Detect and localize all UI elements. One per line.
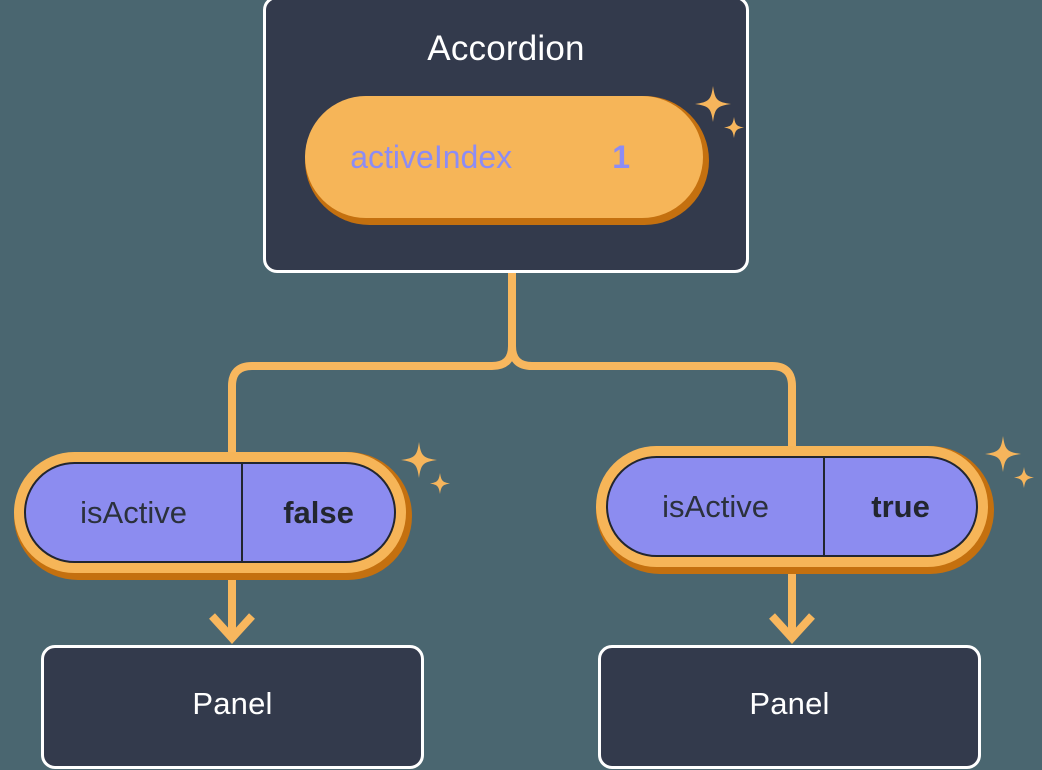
component-card-panel-right[interactable]: Panel xyxy=(598,645,981,769)
state-pill-activeindex[interactable]: activeIndex 1 xyxy=(305,96,709,225)
component-title-panel-left: Panel xyxy=(192,686,273,721)
prop-pill-isactive-false[interactable]: isActive false xyxy=(14,452,412,580)
pill-inner-ring xyxy=(305,96,703,218)
arrowhead-right-icon xyxy=(769,613,815,644)
component-title-panel-right: Panel xyxy=(749,686,830,721)
connector-trunk-to-branches xyxy=(228,269,516,456)
arrowhead-left-icon xyxy=(209,613,255,644)
connector-trunk-right-branch xyxy=(508,342,796,450)
state-key-activeindex: activeIndex xyxy=(315,106,550,208)
component-title-accordion: Accordion xyxy=(427,29,585,68)
component-card-panel-left[interactable]: Panel xyxy=(41,645,424,769)
prop-pill-isactive-true[interactable]: isActive true xyxy=(596,446,994,574)
state-value-activeindex: 1 xyxy=(612,138,631,175)
pill-chip: isActive false xyxy=(24,462,396,563)
prop-value-isactive-right: true xyxy=(871,488,930,524)
pill-chip: isActive true xyxy=(606,456,978,557)
prop-key-isactive-right: isActive xyxy=(608,458,826,555)
prop-value-isactive-left: false xyxy=(283,494,354,530)
prop-key-isactive-left: isActive xyxy=(26,464,244,561)
pill-chip: activeIndex 1 xyxy=(315,106,693,208)
